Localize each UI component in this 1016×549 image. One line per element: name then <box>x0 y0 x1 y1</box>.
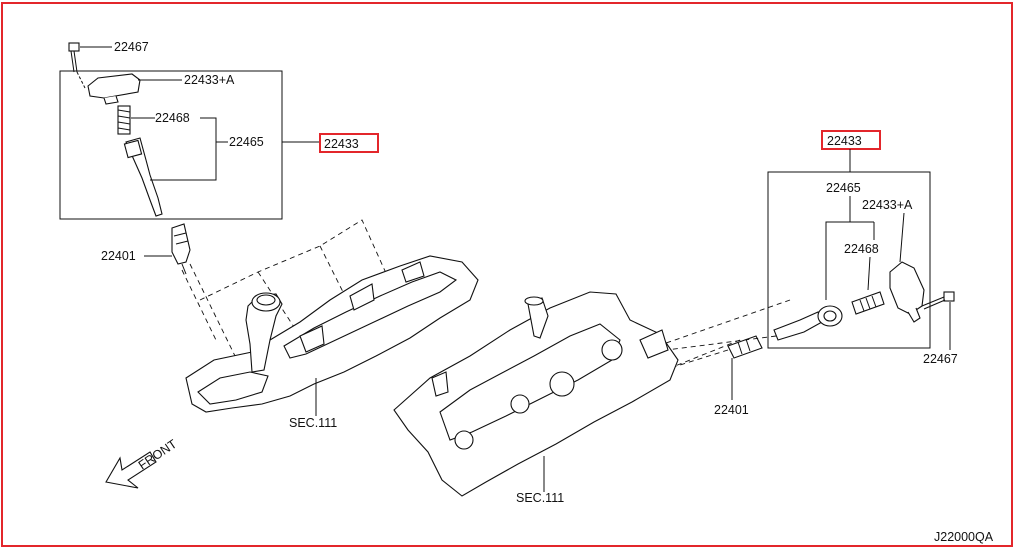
diagram-code: J22000QA <box>934 530 994 544</box>
label-bolt-left: 22467 <box>114 40 149 54</box>
label-spark-plug-left: 22401 <box>101 249 136 263</box>
label-spring-right: 22468 <box>844 242 879 256</box>
left-assembly-highlight <box>319 133 379 153</box>
left-assembly-box <box>59 70 283 220</box>
bolt-right <box>921 291 955 310</box>
label-boot-left: 22465 <box>229 135 264 149</box>
boot-right <box>773 305 843 341</box>
label-front: FRONT <box>136 437 180 473</box>
right-assembly-box <box>767 171 931 349</box>
label-assembly-right: 22433 <box>827 134 862 148</box>
label-bolt-right: 22467 <box>923 352 958 366</box>
label-section-left: SEC.111 <box>289 416 337 430</box>
label-coil-right: 22433+A <box>862 198 913 212</box>
label-spark-plug-right: 22401 <box>714 403 749 417</box>
coil-left <box>87 73 141 105</box>
valve-cover-right <box>393 291 679 497</box>
label-boot-right: 22465 <box>826 181 861 195</box>
spring-left <box>117 105 131 135</box>
label-spring-left: 22468 <box>155 111 190 125</box>
boot-left <box>123 137 163 217</box>
label-coil-left: 22433+A <box>184 73 235 87</box>
bolt-left <box>68 42 86 89</box>
coil-right <box>889 261 925 323</box>
valve-cover-left <box>185 255 479 413</box>
label-section-right: SEC.111 <box>516 491 564 505</box>
right-assembly-highlight <box>821 130 881 150</box>
front-arrow-icon <box>105 451 157 489</box>
spark-plug-left <box>171 223 191 275</box>
spark-plug-right <box>727 335 763 359</box>
spring-right <box>851 291 885 315</box>
label-assembly-left: 22433 <box>324 137 359 151</box>
